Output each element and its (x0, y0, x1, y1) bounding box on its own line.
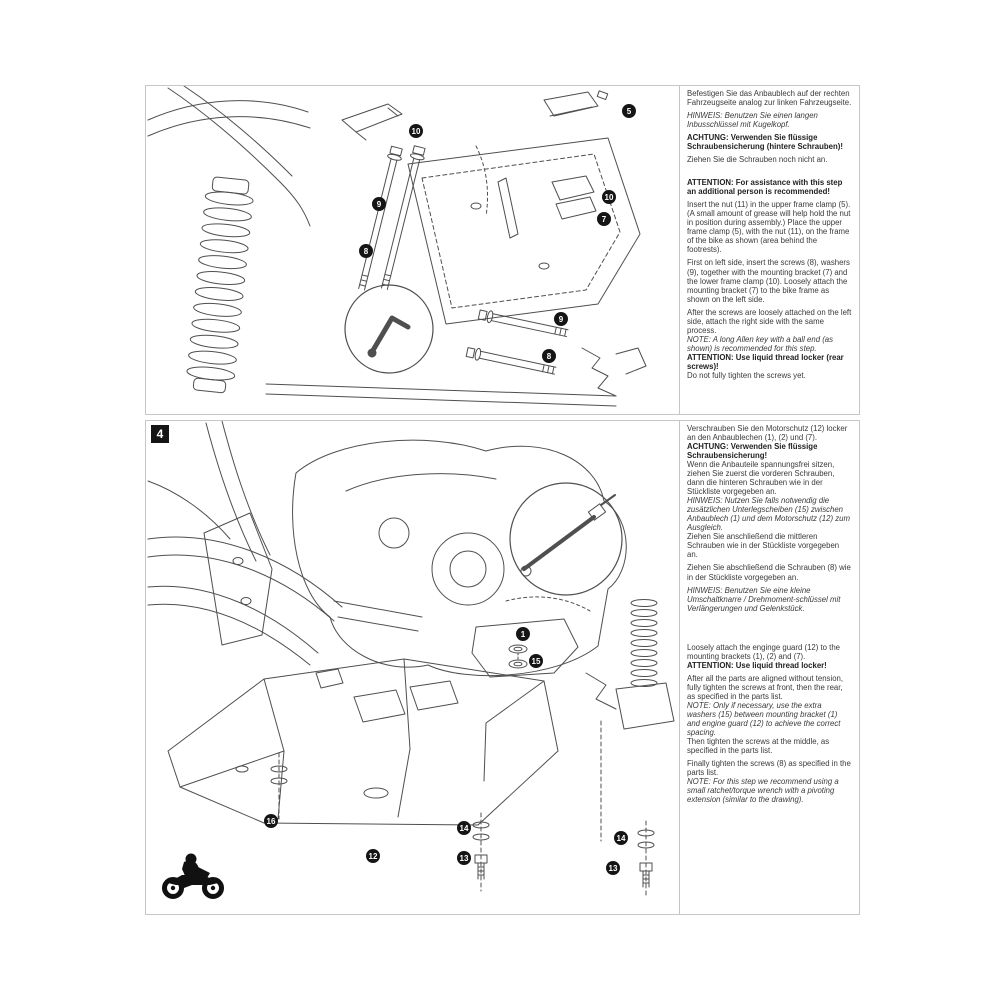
en-paragraph: Then tighten the screws at the middle, a… (687, 736, 830, 755)
callout-14: 14 (457, 821, 471, 835)
exploded-drawing-bottom (147, 421, 675, 898)
callout-16: 16 (264, 814, 278, 828)
en-warning: ATTENTION: For assistance with this step… (687, 178, 843, 197)
panel-step-4: 4 (145, 420, 860, 915)
callout-12: 12 (366, 849, 380, 863)
callout-13: 13 (457, 851, 471, 865)
en-warning: ATTENTION: Use liquid thread locker! (687, 660, 827, 670)
callout-7: 7 (597, 212, 611, 226)
en-paragraph: Do not fully tighten the screws yet. (687, 370, 806, 380)
callout-15: 15 (529, 654, 543, 668)
callout-1: 1 (516, 627, 530, 641)
de-paragraph: Ziehen Sie anschließend die mittleren Sc… (687, 532, 840, 560)
screws-right (477, 309, 569, 338)
callout-14: 14 (614, 831, 628, 845)
drawing-frame-clamp: 5 10 9 10 7 8 9 8 (146, 86, 680, 414)
en-paragraph: Finally tighten the screws (8) as specif… (687, 759, 851, 778)
de-warning: ACHTUNG: Verwenden Sie flüssige Schraube… (687, 133, 843, 152)
motorcycle-rider-icon (162, 853, 224, 899)
instructions-step-3: Befestigen Sie das Anbaublech auf der re… (680, 86, 859, 414)
instructions-step-4: Verschrauben Sie den Motorschutz (12) lo… (680, 421, 859, 914)
de-paragraph: Wenn die Anbauteile spannungsfrei sitzen… (687, 460, 835, 497)
callout-8: 8 (359, 244, 373, 258)
de-paragraph: Ziehen Sie die Schrauben noch nicht an. (687, 155, 828, 165)
en-paragraph: First on left side, insert the screws (8… (687, 258, 850, 304)
de-paragraph: Verschrauben Sie den Motorschutz (12) lo… (687, 424, 852, 460)
en-warning: ATTENTION: Use liquid thread locker (rea… (687, 352, 844, 371)
en-note: NOTE: A long Allen key with a ball end (… (687, 334, 834, 353)
callout-10: 10 (409, 124, 423, 138)
de-note: HINWEIS: Nutzen Sie falls notwendig die … (687, 496, 850, 533)
callout-13: 13 (606, 861, 620, 875)
step-number-badge: 4 (151, 425, 169, 443)
de-note: HINWEIS: Benutzen Sie einen langen Inbus… (687, 111, 818, 130)
de-note: HINWEIS: Benutzen Sie eine kleine Umscha… (687, 585, 841, 613)
panel-step-3: 5 10 9 10 7 8 9 8 Befestigen Sie das Anb… (145, 85, 860, 415)
en-note: NOTE: Only if necessary, use the extra w… (687, 700, 841, 737)
de-text: Verschrauben Sie den Motorschutz (12) lo… (687, 424, 848, 443)
callout-9: 9 (554, 312, 568, 326)
screws-left (358, 145, 426, 291)
de-paragraph: Befestigen Sie das Anbaublech auf der re… (687, 89, 852, 108)
en-paragraph: Loosely attach the enginge guard (12) to… (687, 642, 841, 661)
drawing-engine-guard: 4 (146, 421, 680, 914)
manual-page: 5 10 9 10 7 8 9 8 Befestigen Sie das Anb… (145, 85, 860, 915)
en-paragraph: Insert the nut (11) in the upper frame c… (687, 200, 851, 255)
exploded-drawing-top (147, 86, 647, 407)
callout-5: 5 (622, 104, 636, 118)
en-paragraph: After all the parts are aligned without … (687, 673, 844, 701)
callout-10: 10 (602, 190, 616, 204)
shock-spring (186, 176, 254, 394)
de-paragraph: Ziehen Sie abschließend die Schrauben (8… (687, 563, 851, 582)
callout-8: 8 (542, 349, 556, 363)
en-paragraph: After the screws are loosely attached on… (687, 307, 852, 335)
en-note: NOTE: For this step we recommend using a… (687, 777, 839, 805)
callout-9: 9 (372, 197, 386, 211)
de-warning: ACHTUNG: Verwenden Sie flüssige Schraube… (687, 442, 818, 461)
